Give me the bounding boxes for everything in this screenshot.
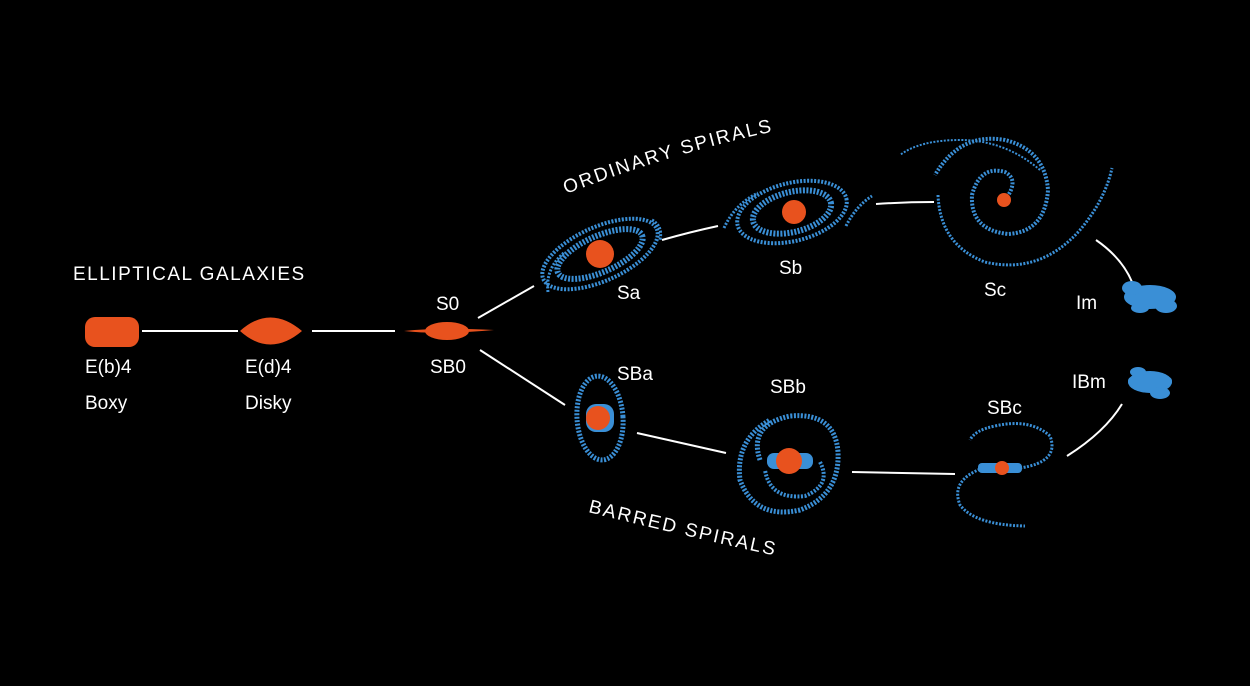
sa-spiral-galaxy [540, 216, 663, 293]
lenticular-galaxy [404, 322, 494, 340]
connector-sc-im [1095, 239, 1133, 283]
connector-sb0-sba [479, 349, 566, 406]
ordinary-spirals-heading: ORDINARY SPIRALS [560, 116, 775, 199]
sc-spiral-galaxy [899, 136, 1114, 267]
barred-spiral-label-sbb: SBb [770, 377, 806, 398]
disky-elliptical-galaxy [240, 317, 302, 345]
elliptical-code-disky: E(d)4 [245, 357, 292, 378]
connector-sbb-sbc [851, 471, 956, 475]
elliptical-code-boxy: E(b)4 [85, 357, 132, 378]
sbb-barred-spiral-galaxy [736, 413, 841, 515]
ordinary-spiral-label-sb: Sb [779, 258, 803, 279]
sbc-barred-spiral-galaxy [956, 422, 1054, 528]
barred-spiral-label-sba: SBa [617, 364, 653, 385]
lenticular-label-sb0: SB0 [430, 357, 466, 378]
lenticular-label-s0: S0 [436, 294, 460, 315]
ordinary-spiral-label-sc: Sc [984, 280, 1007, 301]
connector-sbc-ibm [1066, 403, 1123, 457]
ibm-barred-irregular-galaxy [1128, 367, 1172, 399]
connector-sb-sc [875, 201, 935, 205]
elliptical-name-boxy: Boxy [85, 393, 128, 414]
boxy-elliptical-galaxy [85, 317, 139, 347]
elliptical-name-disky: Disky [245, 393, 292, 414]
barred-spirals-heading: BARRED SPIRALS [587, 496, 779, 560]
ordinary-spiral-label-im: Im [1076, 293, 1098, 314]
connector-sa-sb [661, 225, 719, 241]
barred-spiral-label-ibm: IBm [1072, 372, 1106, 393]
connector-sba-sbb [636, 432, 727, 454]
sba-barred-spiral-galaxy [574, 373, 626, 463]
im-irregular-galaxy [1122, 281, 1177, 313]
elliptical-galaxies-heading: ELLIPTICAL GALAXIES [73, 264, 306, 285]
sb-spiral-galaxy [722, 178, 873, 246]
ordinary-spiral-label-sa: Sa [617, 283, 641, 304]
connector-lines [142, 201, 1133, 475]
connector-s0-sa [477, 285, 535, 319]
barred-spiral-label-sbc: SBc [987, 398, 1022, 419]
